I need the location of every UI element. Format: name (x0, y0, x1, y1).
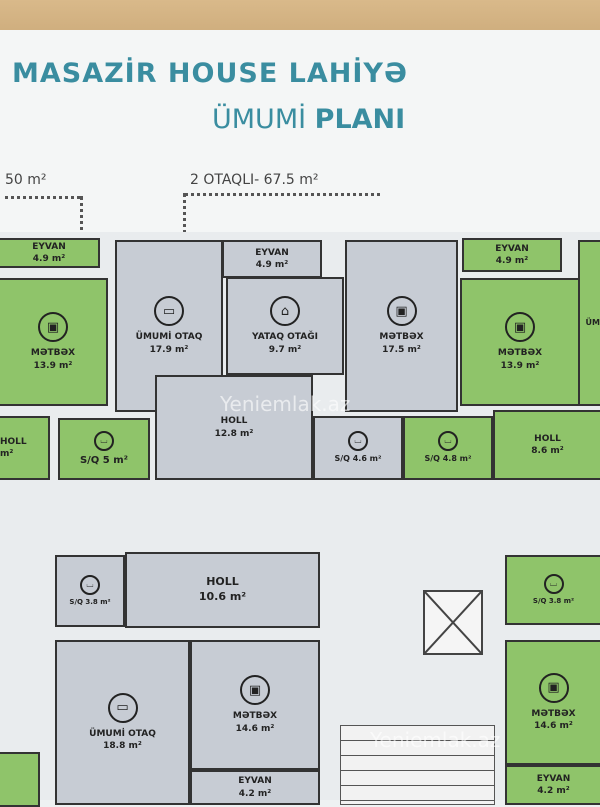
bathtub-icon: ⌴ (543, 573, 564, 594)
bed-icon: ⌂ (270, 296, 300, 327)
room-holl[interactable]: HOLL 8.6 m² (493, 410, 600, 480)
room-sq[interactable]: ⌴ S/Q 5 m² (58, 418, 150, 480)
room-sq[interactable]: ⌴ S/Q 4.6 m² (313, 416, 403, 480)
room-name: MƏTBƏX (30, 348, 76, 359)
title-line1: MASAZİR HOUSE LAHİYƏ (12, 58, 408, 89)
tv-icon: ▭ (107, 692, 138, 723)
room-name: ÜMUMİ OTAQ (135, 332, 203, 343)
room-area: m² (0, 449, 14, 459)
room-area: 18.8 m² (103, 741, 142, 751)
room-umumi-otaq[interactable]: ▭ ÜMUMİ OTAQ 18.8 m² (55, 640, 190, 805)
room-area: 17.5 m² (382, 344, 421, 355)
stove-icon: ▣ (240, 675, 270, 706)
room-area: 12.8 m² (214, 428, 254, 439)
room-area: 4.2 m² (238, 788, 272, 799)
title-line2: ÜMUMİ PLANI (212, 104, 405, 135)
callout-left: 50 m² (5, 172, 47, 188)
callout-line (185, 193, 380, 196)
brochure-header (0, 30, 600, 232)
room-area: 4.9 m² (255, 260, 289, 270)
callout-line (80, 196, 83, 250)
room-name: EYVAN (255, 247, 289, 258)
room-eyvan[interactable]: EYVAN 4.9 m² (462, 238, 562, 272)
elevator-cross-icon (424, 591, 482, 654)
bathtub-icon: ⌴ (438, 431, 458, 452)
room-name: MƏTBƏX (531, 708, 576, 719)
room-eyvan[interactable]: EYVAN 4.9 m² (222, 240, 322, 278)
room-name: MƏTBƏX (232, 711, 278, 722)
wooden-surface (0, 0, 600, 32)
room-name: HOLL (0, 436, 27, 447)
room-eyvan[interactable]: EYVAN 4.9 m² (0, 238, 100, 268)
room-sq[interactable]: ⌴ S/Q 3.8 m² (55, 555, 125, 627)
stove-icon: ▣ (386, 296, 417, 327)
stove-icon: ▣ (38, 312, 68, 343)
room-area: 14.6 m² (235, 723, 275, 734)
room-name: EYVAN (32, 241, 66, 252)
room-name: YATAQ OTAĞI (252, 332, 318, 343)
room-area: 10.6 m² (198, 590, 247, 603)
room-name: EYVAN (238, 776, 272, 787)
room-sq[interactable]: ⌴ S/Q 3.8 m² (505, 555, 600, 625)
bathtub-icon: ⌴ (80, 574, 100, 595)
room-area: 9.7 m² (268, 344, 302, 355)
room-label: S/Q 4.6 m² (334, 454, 382, 464)
elevator-shaft (423, 590, 483, 655)
room-name: EYVAN (495, 243, 529, 254)
bathtub-icon: ⌴ (94, 430, 114, 451)
room-partial[interactable]: ÜM (578, 240, 600, 406)
callout-2-room: 2 OTAQLI- 67.5 m² (190, 172, 319, 188)
watermark: Yeniemlak.az (220, 392, 351, 416)
room-label: S/Q 3.8 m² (69, 597, 111, 606)
room-sq[interactable]: ⌴ S/Q 4.8 m² (403, 416, 493, 480)
title-light: ÜMUMİ (212, 104, 315, 135)
room-name: HOLL (534, 433, 561, 444)
stove-icon: ▣ (505, 312, 535, 343)
callout-line (5, 196, 80, 199)
room-name: EYVAN (536, 773, 571, 784)
room-name: MƏTBƏX (379, 332, 424, 343)
room-area: 4.9 m² (495, 256, 529, 266)
staircase (340, 725, 495, 805)
room-area: 13.9 m² (33, 360, 73, 371)
room-name: HOLL (220, 416, 248, 427)
room-partial-bath[interactable] (0, 752, 40, 807)
room-name: ÜM (585, 317, 600, 327)
callout-line (183, 193, 186, 253)
room-holl[interactable]: HOLL m² (0, 416, 50, 480)
room-area: 13.9 m² (500, 360, 540, 371)
room-label: S/Q 4.8 m² (424, 454, 472, 464)
stove-icon: ▣ (538, 672, 569, 703)
room-label: S/Q 5 m² (79, 454, 129, 466)
room-metbex[interactable]: ▣ MƏTBƏX 14.6 m² (505, 640, 600, 765)
title-bold: PLANI (314, 104, 406, 135)
room-area: 8.6 m² (531, 446, 564, 456)
room-name: ÜMUMİ OTAQ (89, 728, 156, 739)
room-area: 4.2 m² (537, 786, 570, 796)
bathtub-icon: ⌴ (348, 431, 368, 452)
room-area: 14.6 m² (534, 721, 573, 731)
room-area: 4.9 m² (32, 254, 66, 264)
room-label: S/Q 3.8 m² (532, 596, 575, 605)
room-name: HOLL (206, 575, 239, 589)
room-area: 17.9 m² (149, 344, 189, 355)
room-eyvan[interactable]: EYVAN 4.2 m² (505, 765, 600, 805)
watermark: Yeniemlak.az (370, 728, 501, 752)
tv-icon: ▭ (154, 296, 184, 327)
room-name: MƏTBƏX (497, 348, 543, 359)
